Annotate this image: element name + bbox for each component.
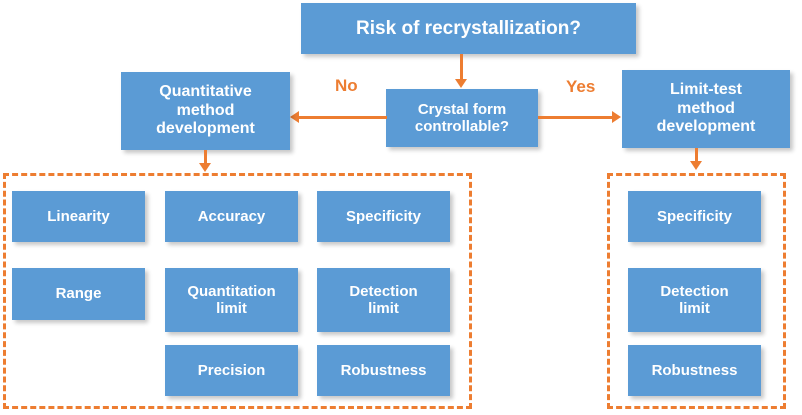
leaf-label-line2: limit bbox=[368, 300, 399, 317]
leaf-linearity: Linearity bbox=[12, 191, 145, 242]
leaf-label-line2: limit bbox=[216, 300, 247, 317]
connector-no-branch bbox=[299, 116, 387, 119]
node-label-line2: method bbox=[677, 99, 735, 117]
arrowhead-down-to-quantitative-group bbox=[199, 163, 211, 172]
node-label-line2: controllable? bbox=[414, 118, 510, 135]
node-label-line3: development bbox=[656, 118, 756, 136]
node-label: Limit-test method development bbox=[657, 81, 756, 136]
edge-label-no: No bbox=[335, 76, 358, 95]
arrowhead-left-to-quantitative bbox=[290, 111, 299, 123]
connector-top-to-decision bbox=[460, 54, 463, 80]
leaf-label-line2: limit bbox=[679, 300, 710, 317]
connector-yes-branch bbox=[538, 116, 613, 119]
leaf-label: Specificity bbox=[345, 207, 422, 225]
leaf-label: Detection limit bbox=[349, 283, 417, 318]
leaf-label: Range bbox=[55, 285, 102, 303]
node-limit-test-method-development: Limit-test method development bbox=[622, 70, 790, 148]
leaf-label: Robustness bbox=[340, 361, 427, 379]
node-label: Crystal form controllable? bbox=[415, 101, 509, 136]
leaf-label: Precision bbox=[197, 361, 266, 379]
leaf-detection-limit-limit-test: Detection limit bbox=[628, 268, 761, 332]
edge-label-yes: Yes bbox=[566, 77, 596, 96]
leaf-label-line1: Detection bbox=[660, 282, 729, 300]
leaf-accuracy: Accuracy bbox=[165, 191, 298, 242]
leaf-detection-limit: Detection limit bbox=[317, 268, 450, 332]
arrowhead-down-to-limit-test-group bbox=[690, 161, 702, 170]
connector-quantitative-to-group bbox=[204, 150, 207, 164]
leaf-label: Robustness bbox=[651, 361, 738, 379]
node-risk-of-recrystallization: Risk of recrystallization? bbox=[301, 3, 636, 54]
leaf-specificity: Specificity bbox=[317, 191, 450, 242]
node-label: Quantitative method development bbox=[156, 83, 255, 138]
arrowhead-down-to-decision bbox=[455, 79, 467, 88]
leaf-label-line1: Detection bbox=[349, 282, 418, 300]
arrowhead-right-to-limit-test bbox=[612, 111, 621, 123]
node-label-line1: Quantitative bbox=[159, 83, 252, 101]
node-label-line3: development bbox=[156, 120, 255, 138]
leaf-label: Specificity bbox=[656, 207, 733, 225]
leaf-precision: Precision bbox=[165, 345, 298, 396]
node-label: Risk of recrystallization? bbox=[356, 17, 581, 39]
leaf-label-line1: Quantitation bbox=[187, 282, 276, 300]
leaf-label: Detection limit bbox=[660, 283, 728, 318]
connector-limit-test-to-group bbox=[695, 148, 698, 162]
leaf-quantitation-limit: Quantitation limit bbox=[165, 268, 298, 332]
node-label-line1: Limit-test bbox=[670, 81, 742, 99]
leaf-label: Accuracy bbox=[197, 207, 266, 225]
leaf-label: Quantitation limit bbox=[187, 283, 275, 318]
leaf-label: Linearity bbox=[47, 207, 110, 225]
leaf-robustness-limit-test: Robustness bbox=[628, 345, 761, 396]
node-quantitative-method-development: Quantitative method development bbox=[121, 72, 290, 150]
leaf-robustness: Robustness bbox=[317, 345, 450, 396]
group-limit-test-validation-parameters bbox=[607, 173, 786, 409]
group-quantitative-validation-parameters bbox=[3, 173, 472, 409]
leaf-specificity-limit-test: Specificity bbox=[628, 191, 761, 242]
node-label-line2: method bbox=[176, 101, 235, 119]
node-label-line1: Crystal form bbox=[417, 100, 507, 118]
node-crystal-form-controllable: Crystal form controllable? bbox=[386, 89, 538, 147]
leaf-range: Range bbox=[12, 268, 145, 320]
